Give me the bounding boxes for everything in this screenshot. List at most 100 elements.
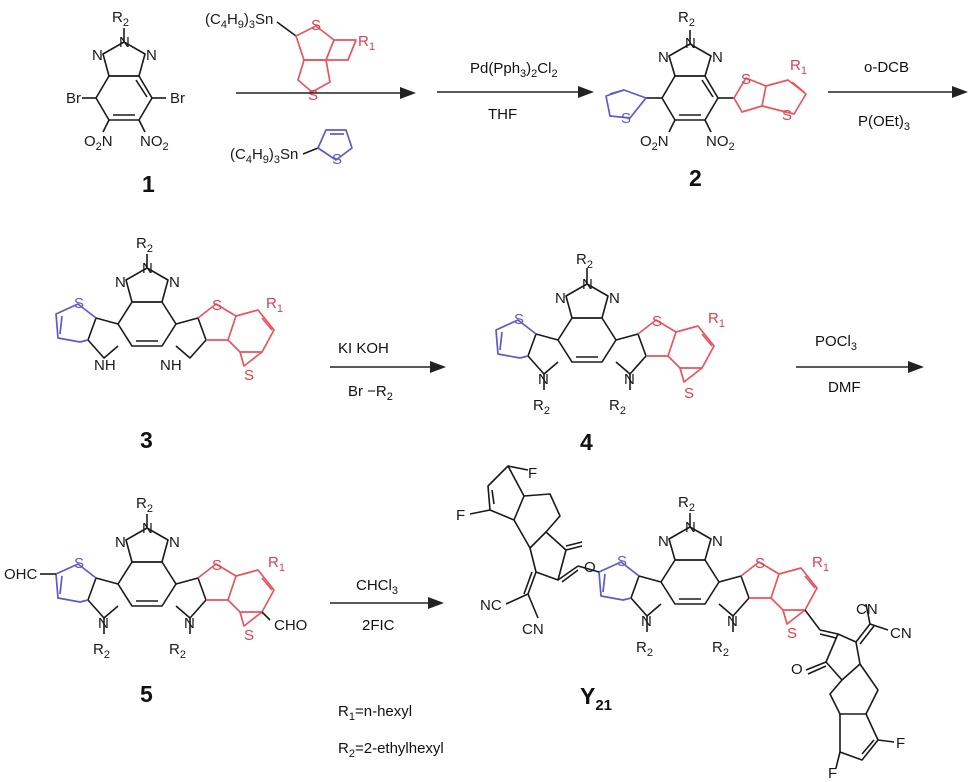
svg-text:S: S <box>212 557 222 574</box>
svg-text:S: S <box>244 367 254 384</box>
svg-text:N: N <box>115 274 126 291</box>
svg-text:NH: NH <box>160 357 182 374</box>
compound-number-y21: Y21 <box>580 683 612 714</box>
fluorine-atom: F <box>528 465 537 482</box>
r2-label: R2 <box>112 9 129 29</box>
svg-text:S: S <box>782 107 792 124</box>
svg-text:N: N <box>142 520 153 537</box>
svg-text:R1: R1 <box>790 57 807 77</box>
svg-text:N: N <box>555 290 566 307</box>
svg-text:N: N <box>712 533 723 550</box>
compound-number-2: 2 <box>689 165 702 191</box>
svg-text:N: N <box>184 615 195 632</box>
svg-text:N: N <box>685 35 696 52</box>
condition-solvent: o-DCB <box>864 59 909 76</box>
condition-reagent: POCl3 <box>815 333 857 353</box>
svg-text:S: S <box>311 17 321 34</box>
condition-base: KI KOH <box>338 340 389 357</box>
reagent-stannyl-thiophene: (C4H9)3Sn S <box>230 129 353 168</box>
compound-number-5: 5 <box>140 681 153 707</box>
carbonyl-oxygen: O <box>584 559 596 576</box>
fluorine-atom: F <box>456 507 465 524</box>
svg-text:(C4H9)3Sn: (C4H9)3Sn <box>205 11 273 31</box>
svg-text:S: S <box>244 627 254 644</box>
svg-text:N: N <box>538 371 549 388</box>
svg-text:R2: R2 <box>136 495 153 515</box>
svg-text:S: S <box>308 87 318 104</box>
svg-text:S: S <box>74 555 84 572</box>
svg-text:N: N <box>609 290 620 307</box>
svg-text:1: 1 <box>369 41 375 53</box>
svg-text:NH: NH <box>94 357 116 374</box>
svg-text:R1: R1 <box>812 554 829 574</box>
svg-text:N: N <box>169 274 180 291</box>
svg-text:R2: R2 <box>169 641 186 661</box>
legend-r2: R2=2-ethylhexyl <box>338 740 444 760</box>
nitrile-group: CN <box>890 625 912 642</box>
svg-text:N: N <box>685 519 696 536</box>
svg-text:S: S <box>621 110 631 127</box>
svg-text:(C4H9)3Sn: (C4H9)3Sn <box>230 146 298 166</box>
svg-text:R2: R2 <box>93 641 110 661</box>
svg-text:N: N <box>658 49 669 66</box>
svg-text:R2: R2 <box>712 639 729 659</box>
aldehyde-group: OHC <box>4 566 38 583</box>
svg-text:N: N <box>624 371 635 388</box>
compound-y21-structure: S S S R1 O NC CN F F <box>456 465 912 782</box>
svg-text:R: R <box>358 33 369 50</box>
condition-catalyst: Pd(Pph3)2Cl2 <box>470 60 558 80</box>
condition-end-group: 2FIC <box>362 617 395 634</box>
compound-number-4: 4 <box>580 429 593 455</box>
nitrile-group: CN <box>856 601 878 618</box>
svg-text:S: S <box>617 553 627 570</box>
fluorine-atom: F <box>896 735 905 752</box>
reagent-stannyl-thienothiophene: (C4H9)3Sn S S R 1 <box>205 11 375 104</box>
br-atom: Br <box>170 90 185 107</box>
svg-text:S: S <box>755 555 765 572</box>
svg-text:N: N <box>169 534 180 551</box>
compound-number-3: 3 <box>140 427 153 453</box>
svg-text:R2: R2 <box>636 639 653 659</box>
compound-1-structure: R2 N N N Br Br O2N NO2 <box>66 9 185 153</box>
svg-text:N: N <box>582 276 593 293</box>
svg-text:S: S <box>684 385 694 402</box>
carbonyl-oxygen: O <box>791 661 803 678</box>
svg-text:S: S <box>332 151 342 168</box>
svg-text:R2: R2 <box>678 9 695 29</box>
nitrile-group: CN <box>522 621 544 638</box>
n-atom: N <box>119 34 130 51</box>
nitrile-group: NC <box>480 597 502 614</box>
condition-solvent: DMF <box>828 379 861 396</box>
legend-r1: R1=n-hexyl <box>338 703 412 723</box>
svg-text:R2: R2 <box>576 251 593 271</box>
nitro-group: O2N <box>84 133 113 153</box>
svg-text:R1: R1 <box>266 295 283 315</box>
compound-5-structure: S S S R1 R2 N N N N N R2 R2 OHC CHO <box>4 495 307 661</box>
svg-text:N: N <box>115 534 126 551</box>
condition-solvent: THF <box>488 106 517 123</box>
svg-text:N: N <box>641 613 652 630</box>
svg-text:R1: R1 <box>708 310 725 330</box>
condition-solvent: CHCl3 <box>356 577 398 597</box>
svg-text:N: N <box>727 613 738 630</box>
n-atom: N <box>92 47 103 64</box>
compound-3-structure: S S S R1 R2 N N N NH NH <box>55 235 283 384</box>
svg-text:S: S <box>652 313 662 330</box>
svg-text:N: N <box>98 615 109 632</box>
condition-alkylation: Br −R2 <box>348 383 393 403</box>
svg-text:R2: R2 <box>533 397 550 417</box>
svg-text:NO2: NO2 <box>706 133 735 153</box>
svg-text:S: S <box>787 625 797 642</box>
svg-text:N: N <box>658 533 669 550</box>
svg-text:S: S <box>74 295 84 312</box>
nitro-group: NO2 <box>140 133 169 153</box>
n-atom: N <box>146 47 157 64</box>
condition-reagent: P(OEt)3 <box>858 113 910 133</box>
svg-text:N: N <box>142 260 153 277</box>
svg-text:R2: R2 <box>609 397 626 417</box>
svg-text:O2N: O2N <box>640 133 669 153</box>
compound-4-structure: S S S R1 R2 N N N N N R2 R2 <box>495 251 725 417</box>
br-atom: Br <box>66 90 81 107</box>
compound-number-1: 1 <box>142 171 155 197</box>
